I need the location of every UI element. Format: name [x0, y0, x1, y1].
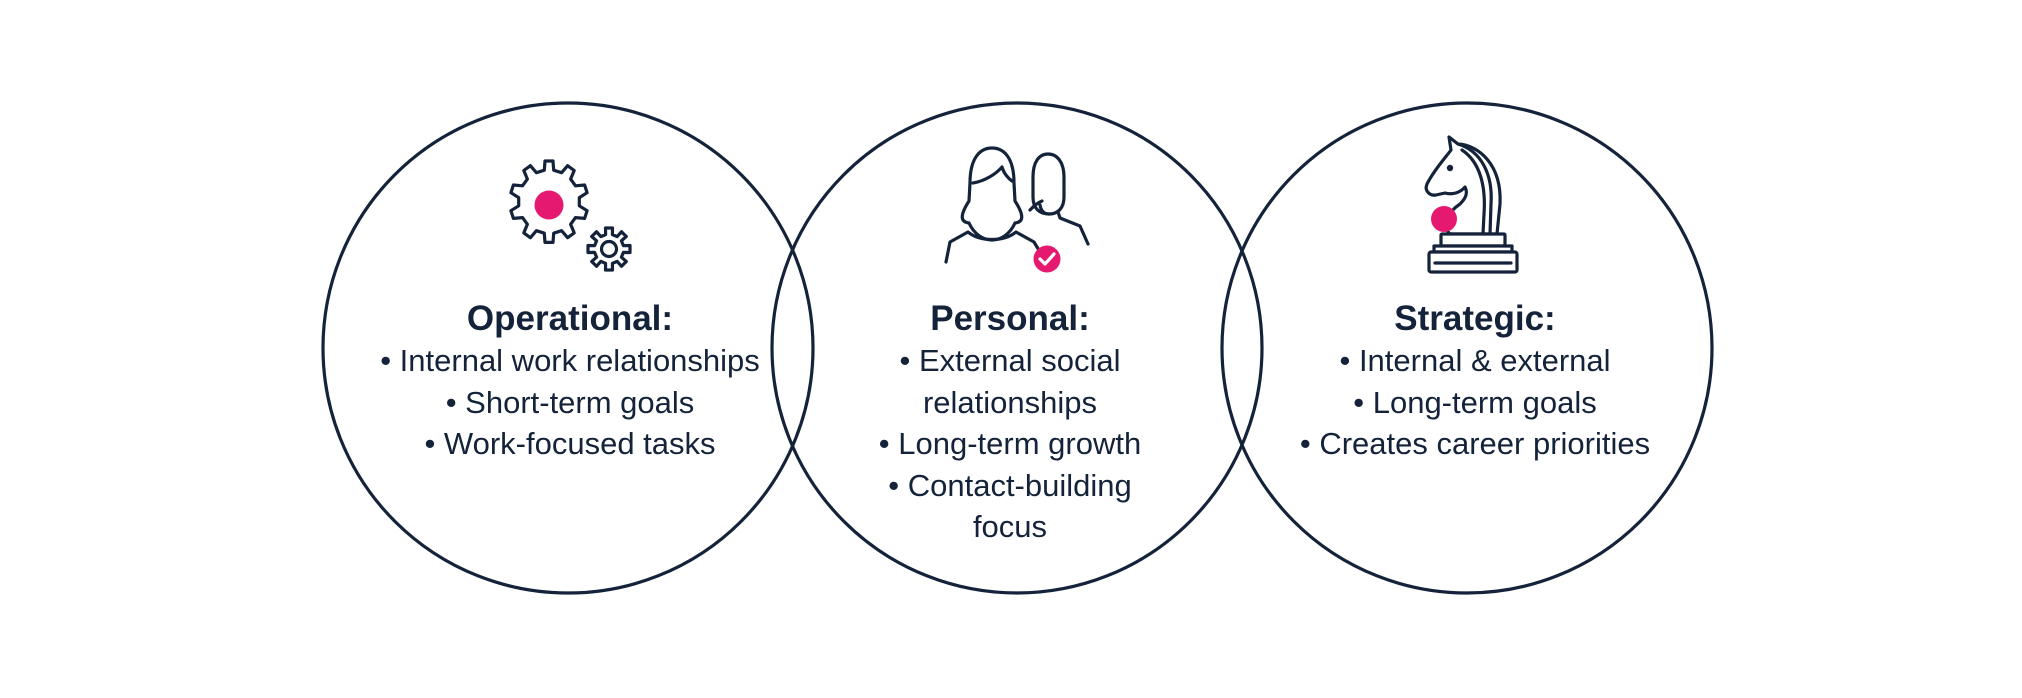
list-item: Internal work relationships — [360, 340, 780, 382]
operational-list: Internal work relationships Short-term g… — [360, 340, 780, 465]
strategic-circle — [1220, 101, 1714, 595]
operational-circle — [321, 101, 815, 595]
list-item: Creates career priorities — [1265, 423, 1685, 465]
list-item: Work-focused tasks — [360, 423, 780, 465]
personal-section: Personal: External social relationships … — [810, 298, 1210, 548]
strategic-list: Internal & external Long-term goals Crea… — [1265, 340, 1685, 465]
check-icon — [1038, 252, 1056, 266]
people-check-icon — [944, 146, 1090, 264]
gears-icon — [509, 159, 632, 272]
gear-accent-dot — [534, 190, 564, 220]
list-item: Contact-building focus — [860, 465, 1160, 548]
strategic-title: Strategic: — [1394, 299, 1556, 338]
chess-knight-icon — [1424, 135, 1519, 274]
list-item: Long-term goals — [1265, 382, 1685, 424]
list-item: Internal & external — [1265, 340, 1685, 382]
strategic-section: Strategic: Internal & external Long-term… — [1265, 298, 1685, 465]
check-badge — [1033, 245, 1061, 273]
list-item: Short-term goals — [360, 382, 780, 424]
list-item: Long-term growth — [860, 423, 1160, 465]
operational-title: Operational: — [466, 299, 674, 338]
list-item: External social relationships — [860, 340, 1160, 423]
personal-title: Personal: — [930, 299, 1090, 338]
operational-section: Operational: Internal work relationships… — [360, 298, 780, 465]
knight-accent-dot — [1431, 206, 1457, 232]
personal-list: External social relationships Long-term … — [810, 340, 1210, 548]
